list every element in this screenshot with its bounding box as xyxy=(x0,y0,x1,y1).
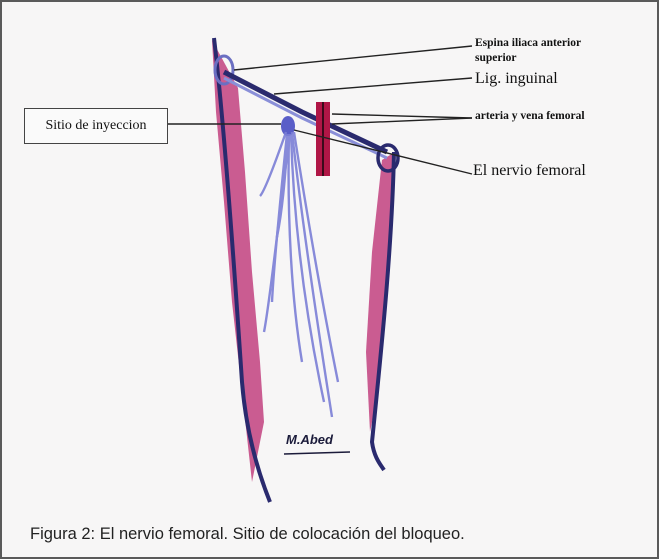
inguinal-ligament xyxy=(222,69,389,155)
label-inguinal-ligament: Lig. inguinal xyxy=(475,70,558,87)
femoral-nerve-trunk xyxy=(281,116,295,136)
right-thigh-outline xyxy=(369,151,396,472)
label-espina-superior: superior xyxy=(475,52,517,64)
left-thigh-outline xyxy=(212,37,272,503)
pointer-lines xyxy=(168,45,473,175)
label-femoral-vessels: arteria y vena femoral xyxy=(475,110,585,122)
injection-site-box: Sitio de inyeccion xyxy=(24,108,168,144)
figure-caption: Figura 2: El nervio femoral. Sitio de co… xyxy=(30,525,465,543)
label-espina-iliaca: Espina iliaca anterior xyxy=(475,37,582,49)
pubic-tubercle xyxy=(376,143,400,173)
artist-signature: M.Abed xyxy=(286,432,333,447)
iliac-spine xyxy=(213,54,235,86)
femoral-nerve-branches xyxy=(259,131,340,418)
signature-underline xyxy=(283,451,351,455)
injection-site-label: Sitio de inyeccion xyxy=(45,118,147,133)
label-femoral-nerve: El nervio femoral xyxy=(473,162,586,179)
right-thigh-muscle xyxy=(366,152,395,432)
